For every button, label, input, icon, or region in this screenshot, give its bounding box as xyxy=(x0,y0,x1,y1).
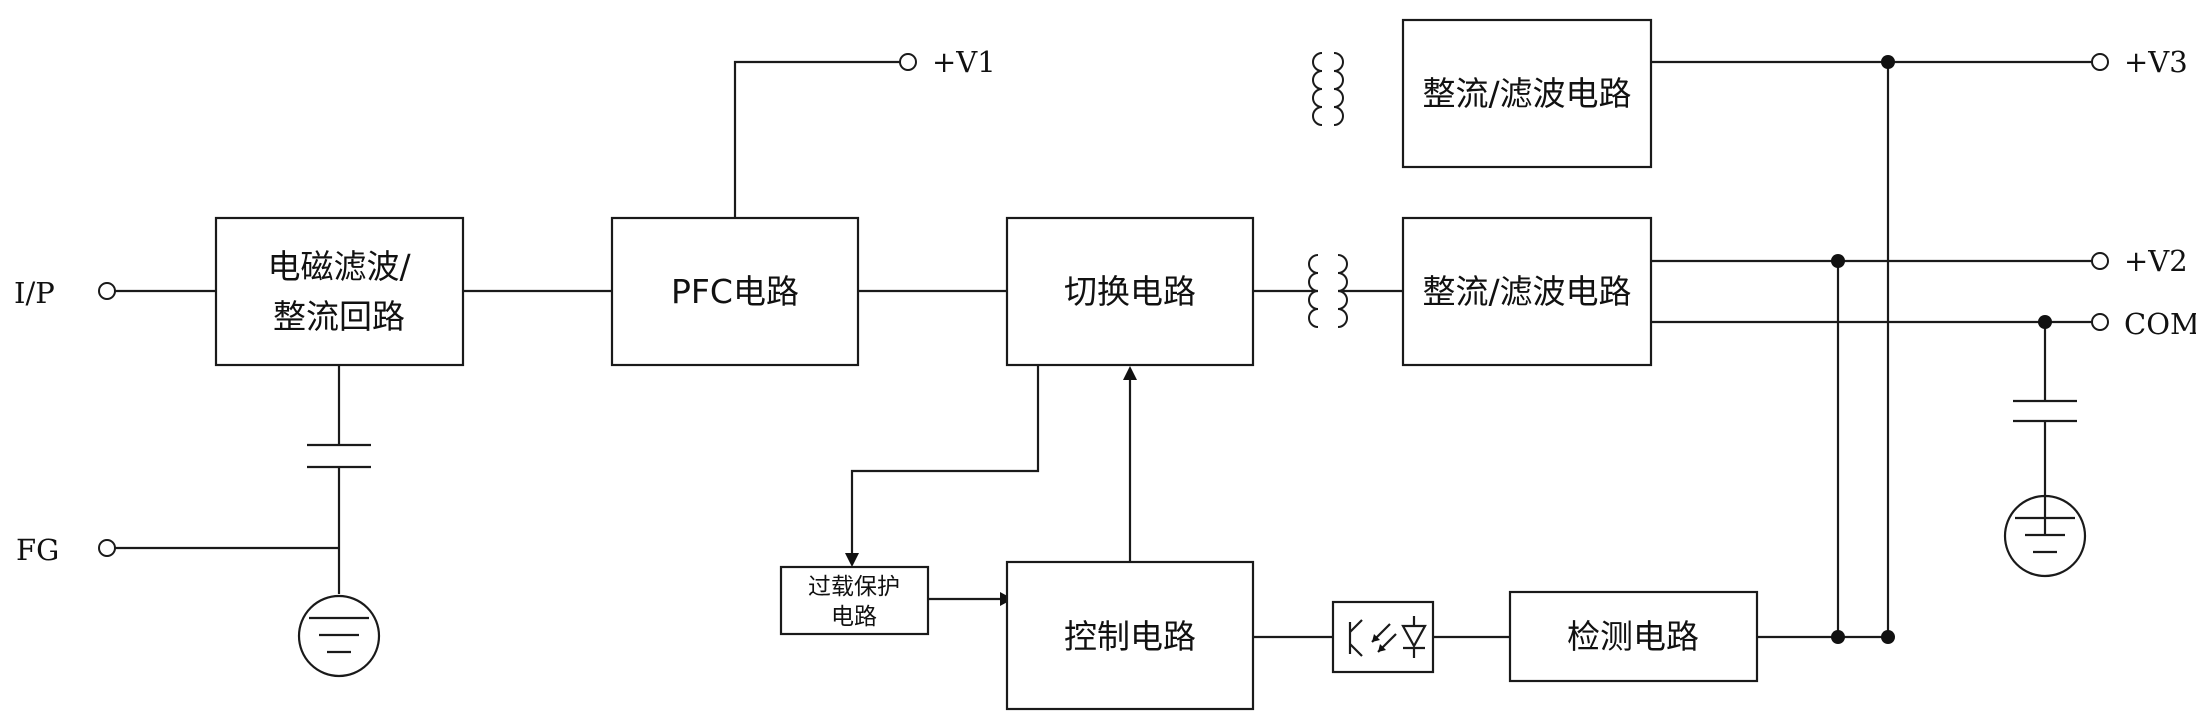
label-fg: FG xyxy=(16,533,59,567)
terminals xyxy=(98,53,2109,557)
svg-text:整流回路: 整流回路 xyxy=(273,297,405,336)
block-emi-filter: 电磁滤波/ 整流回路 xyxy=(214,216,465,367)
block-switching: 切换电路 xyxy=(1005,216,1255,367)
arrow-to-overload xyxy=(845,553,859,567)
ground-icon xyxy=(297,594,381,678)
svg-text:电路: 电路 xyxy=(831,604,877,630)
junction-dots xyxy=(1831,55,2052,644)
label-v1: +V1 xyxy=(932,45,996,79)
svg-text:检测电路: 检测电路 xyxy=(1567,617,1699,656)
block-rectifier-top: 整流/滤波电路 xyxy=(1401,18,1653,169)
label-v3: +V3 xyxy=(2124,45,2188,79)
label-com: COM xyxy=(2124,307,2196,341)
block-detection: 检测电路 xyxy=(1508,590,1759,683)
arrow-to-switching xyxy=(1123,366,1137,380)
label-input: I/P xyxy=(14,276,55,310)
transformer-icon xyxy=(1312,52,1344,126)
svg-text:控制电路: 控制电路 xyxy=(1064,617,1196,656)
svg-text:切换电路: 切换电路 xyxy=(1064,272,1196,311)
block-pfc: PFC电路 xyxy=(610,216,860,367)
svg-text:过载保护: 过载保护 xyxy=(808,574,900,600)
optocoupler-icon xyxy=(1331,600,1435,674)
terminal-v3 xyxy=(2091,53,2109,71)
terminal-fg xyxy=(98,539,116,557)
svg-text:电磁滤波/: 电磁滤波/ xyxy=(267,247,411,286)
label-v2: +V2 xyxy=(2124,244,2188,278)
terminal-v1 xyxy=(899,53,917,71)
block-rectifier-mid: 整流/滤波电路 xyxy=(1401,216,1653,367)
svg-text:整流/滤波电路: 整流/滤波电路 xyxy=(1422,74,1631,113)
capacitor-icon xyxy=(307,443,371,469)
transformer-icon xyxy=(1300,254,1356,328)
ground-icon xyxy=(2003,494,2087,578)
capacitor-icon xyxy=(2013,399,2077,423)
terminal-ip xyxy=(98,282,116,300)
terminal-v2 xyxy=(2091,252,2109,270)
svg-text:整流/滤波电路: 整流/滤波电路 xyxy=(1422,272,1631,311)
wires xyxy=(115,60,2092,639)
terminal-com xyxy=(2091,313,2109,331)
block-control: 控制电路 xyxy=(1005,560,1255,711)
svg-text:PFC电路: PFC电路 xyxy=(671,272,799,311)
block-overload-protection: 过载保护 电路 xyxy=(779,565,930,636)
